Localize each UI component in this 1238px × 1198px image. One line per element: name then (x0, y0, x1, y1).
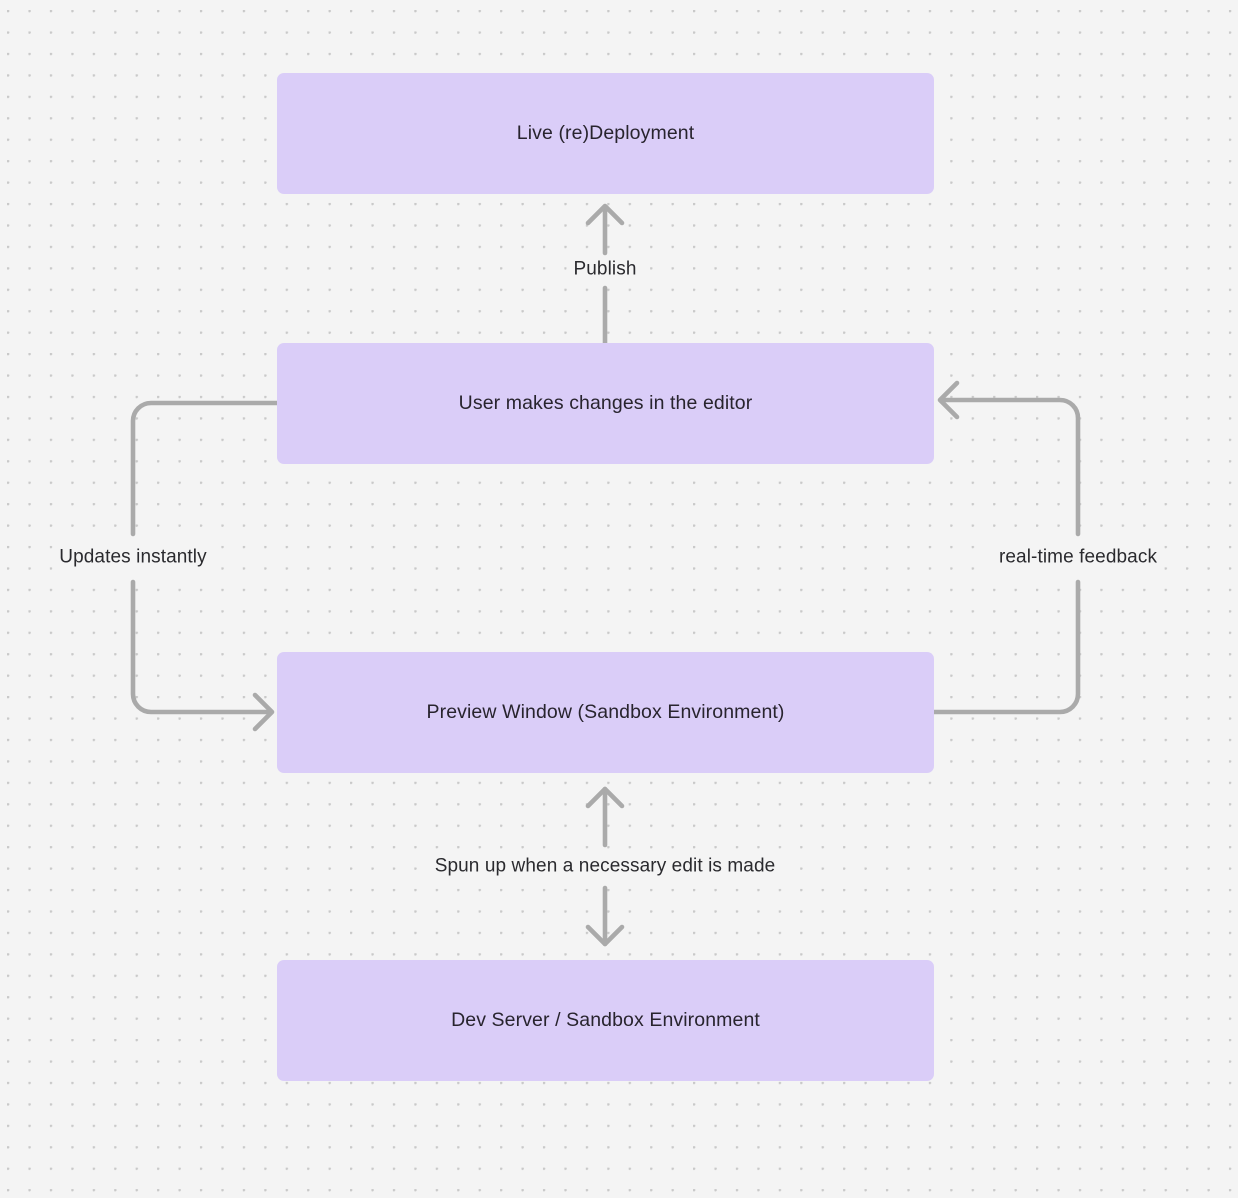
node-user-makes-changes[interactable]: User makes changes in the editor (277, 343, 934, 464)
edge-label-publish: Publish (566, 255, 644, 285)
node-label: Live (re)Deployment (516, 122, 695, 145)
node-label: Preview Window (Sandbox Environment) (426, 701, 785, 724)
node-dev-server[interactable]: Dev Server / Sandbox Environment (277, 960, 934, 1081)
node-live-redeployment[interactable]: Live (re)Deployment (277, 73, 934, 194)
node-preview-window[interactable]: Preview Window (Sandbox Environment) (277, 652, 934, 773)
node-label: Dev Server / Sandbox Environment (451, 1009, 760, 1032)
edge-label-spun-up: Spun up when a necessary edit is made (427, 852, 783, 882)
edge-label-real-time-feedback: real-time feedback (991, 543, 1165, 573)
node-label: User makes changes in the editor (458, 392, 753, 415)
edge-label-updates-instantly: Updates instantly (52, 543, 214, 573)
